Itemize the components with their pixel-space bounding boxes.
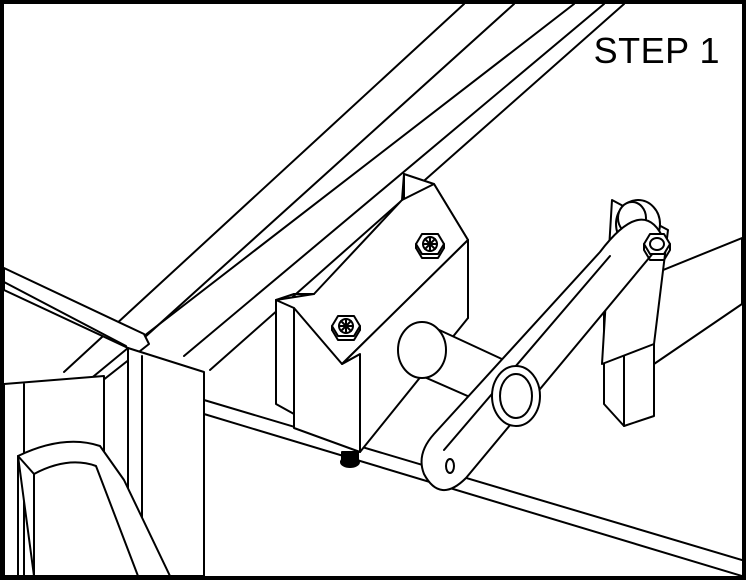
hex-nut-icon xyxy=(643,233,671,261)
step-label: STEP 1 xyxy=(593,30,720,71)
left-channel xyxy=(17,440,171,576)
grease-fitting-icon xyxy=(340,451,360,468)
hex-bolt-icon xyxy=(415,233,445,259)
mounting-bracket xyxy=(275,173,469,453)
link-arm xyxy=(420,218,665,491)
hex-bolt-icon xyxy=(331,315,361,341)
assembly-drawing xyxy=(4,4,742,576)
